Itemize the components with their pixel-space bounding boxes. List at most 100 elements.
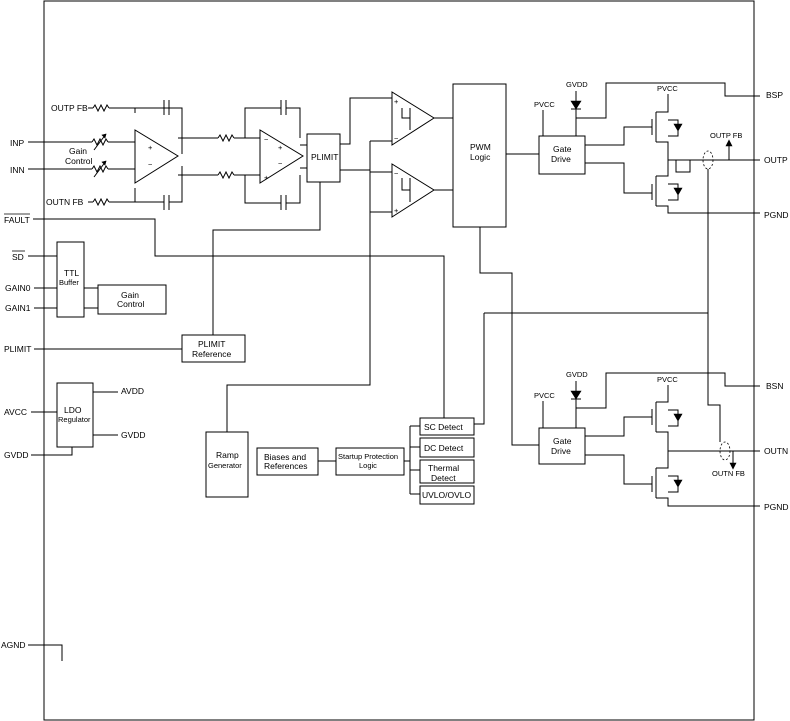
- pwm-logic-block: [452, 83, 507, 228]
- gain-pin-wires: [34, 287, 57, 309]
- gate-drive-top-label-2: Drive: [551, 154, 571, 164]
- gain-control-box-label-2: Control: [117, 299, 145, 309]
- opamp-2: [259, 129, 304, 184]
- comparator-2: [391, 163, 435, 218]
- pin-outp: OUTP: [764, 155, 788, 165]
- stage2-cap-bottom-wire: [244, 175, 301, 204]
- gate-drive-bottom-label-2: Drive: [551, 446, 571, 456]
- comp2-minus: −: [394, 169, 399, 178]
- outn-fb-resistor: [92, 197, 110, 207]
- thermal-label-2: Detect: [431, 473, 456, 483]
- outp-fb-arrow: [725, 139, 733, 147]
- detect-bus: [409, 425, 420, 495]
- pvcc-gate-top-label: PVCC: [534, 100, 555, 109]
- inp-to-amp: [108, 141, 136, 148]
- arrowhead: [101, 133, 107, 139]
- comp-to-pwm: [434, 117, 453, 191]
- amp2-plus-out: +: [278, 143, 283, 152]
- amp1-plus: +: [148, 143, 153, 152]
- fet-drain-source: [656, 399, 669, 451]
- sc-detect-block: [419, 417, 475, 436]
- pvcc-fet-top-label: PVCC: [657, 84, 678, 93]
- outn-tap-ellipse: [719, 441, 731, 461]
- gvdd-ldo-label: GVDD: [121, 430, 146, 440]
- comp1-plus: +: [394, 97, 399, 106]
- outp-fb-tap-label: OUTP FB: [710, 131, 742, 140]
- ramp-label-1: Ramp: [216, 450, 239, 460]
- ttl-buffer-label-1: TTL: [64, 268, 79, 278]
- fb-bus-to-sc: [474, 313, 485, 425]
- gain-control-label-2: Control: [65, 156, 93, 166]
- diode-top: [570, 100, 582, 110]
- pin-outp-fb: OUTP FB: [51, 103, 88, 113]
- biases-label-1: Biases and: [264, 452, 306, 462]
- thermal-label-1: Thermal: [428, 463, 459, 473]
- arrowhead: [101, 160, 107, 166]
- outn-fb-wire2: [109, 166, 183, 203]
- pin-outn-fb: OUTN FB: [46, 197, 84, 207]
- plimit-block-label: PLIMIT: [311, 152, 338, 162]
- outn-fb-arrow: [729, 462, 737, 470]
- ramp-label-2: Generator: [208, 461, 242, 470]
- ldo-regulator-block: [56, 382, 94, 448]
- stage2-resistor-bottom: [217, 170, 235, 180]
- pin-inn: INN: [10, 165, 25, 175]
- body-diode: [673, 413, 683, 422]
- fet-drain-source: [656, 451, 760, 507]
- stage2-cap-top-wire: [244, 107, 301, 138]
- comparator-1: [391, 91, 435, 146]
- biases-label-2: References: [264, 461, 307, 471]
- body-diode: [673, 123, 683, 132]
- ttl-buffer-label-2: Buffer: [59, 278, 79, 287]
- thermal-detect-block: [419, 459, 475, 484]
- ldo-label-2: Regulator: [58, 415, 91, 424]
- dc-detect-label: DC Detect: [424, 443, 464, 453]
- ramp-wire: [226, 141, 371, 432]
- body-diode: [673, 187, 683, 196]
- plimit-to-comp1: [340, 97, 392, 145]
- pin-gain0: GAIN0: [5, 283, 31, 293]
- plimit-to-comp2: [340, 169, 392, 173]
- agnd-wire: [28, 644, 63, 661]
- ldo-label-1: LDO: [64, 405, 82, 415]
- dc-detect-block: [419, 437, 475, 458]
- ttl-buffer-block: [56, 241, 85, 318]
- pin-fault: FAULT: [4, 215, 30, 225]
- pin-gain1: GAIN1: [5, 303, 31, 313]
- avdd-label: AVDD: [121, 386, 144, 396]
- startup-label-2: Logic: [359, 461, 377, 470]
- stage2-resistor-top: [217, 133, 235, 143]
- comp2-hysteresis: [401, 178, 411, 202]
- pin-pgnd-top: PGND: [764, 210, 789, 220]
- gate-hs-top: [585, 126, 652, 146]
- gate-hs-bottom: [585, 416, 652, 437]
- gate-drive-bottom-label-1: Gate: [553, 436, 572, 446]
- plimit-ref-to-plimit: [212, 182, 321, 335]
- pvcc-gate-bottom-label: PVCC: [534, 391, 555, 400]
- pin-pgnd-bottom: PGND: [764, 502, 789, 512]
- ttl-to-gain: [84, 287, 98, 309]
- pin-bsn: BSN: [766, 381, 783, 391]
- gain-control-box-label-1: Gain: [121, 290, 139, 300]
- gate-ls-top: [585, 162, 652, 194]
- amp1-outputs: [178, 137, 200, 176]
- bsp-wire: [576, 82, 760, 119]
- outn-return: [707, 313, 721, 442]
- fet-drain-source: [656, 160, 760, 214]
- plimit-ref-label-1: PLIMIT: [198, 339, 225, 349]
- gate-drive-bottom-block: [538, 427, 586, 465]
- pin-plimit: PLIMIT: [4, 344, 31, 354]
- gate-ls-bottom: [585, 454, 652, 485]
- gate-drive-top-block: [538, 135, 586, 175]
- opamp-1: [134, 129, 179, 184]
- pin-agnd: AGND: [1, 640, 26, 650]
- inn-resistor: [91, 164, 109, 174]
- pin-avcc: AVCC: [4, 407, 27, 417]
- comp1-minus: −: [394, 134, 399, 143]
- gvdd-bottom-label: GVDD: [566, 370, 588, 379]
- chip-boundary: [43, 0, 755, 721]
- uvlo-ovlo-label: UVLO/OVLO: [422, 490, 472, 500]
- amp1-minus: −: [148, 160, 153, 169]
- biases-block: [256, 447, 319, 476]
- outn-fb-tap-label: OUTN FB: [712, 469, 745, 478]
